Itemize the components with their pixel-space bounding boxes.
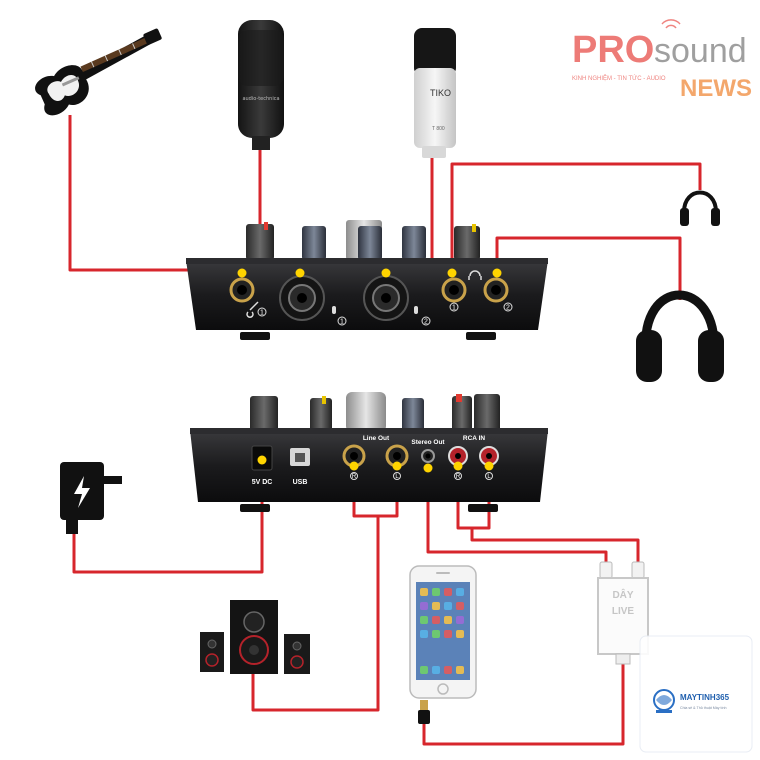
- speaker-icon: [200, 600, 310, 674]
- jack-number: 2: [506, 305, 510, 312]
- watermark-name: MAYTINH365: [680, 693, 730, 702]
- microphone-icon: audio-technica: [238, 20, 284, 150]
- smartphone-icon: [410, 566, 476, 698]
- connection-dot: [448, 269, 457, 278]
- headphones-icon: [636, 295, 724, 382]
- jack-number: 1: [452, 305, 456, 312]
- xlr-input-1: [280, 276, 324, 320]
- mic-small-icon: [332, 306, 336, 314]
- connection-dot: [258, 456, 267, 465]
- guitar-input-jack: [231, 279, 253, 301]
- jack-number: 2: [424, 319, 428, 326]
- mixer-front-panel: 1 1 2 1 2: [186, 220, 548, 340]
- logo-pro: PRO: [572, 29, 654, 71]
- rear-knobs: [250, 392, 500, 432]
- connection-dot: [238, 269, 247, 278]
- stereo-out-label: Stereo Out: [411, 439, 445, 446]
- mic-model-label: T 800: [432, 126, 445, 132]
- watermark-tagline: Chia sẻ & Thủ thuật Máy tính: [680, 706, 726, 710]
- connection-dot: [296, 269, 305, 278]
- prosound-logo: PRO sound KINH NGHIỆM - TIN TỨC - AUDIO …: [572, 20, 752, 102]
- connection-dot: [454, 462, 463, 471]
- live-box-line1: DÂY: [612, 588, 633, 601]
- channel-mark: R: [456, 474, 461, 480]
- mic-brand-label: TIKO: [430, 88, 451, 98]
- channel-mark: R: [352, 474, 357, 480]
- live-box-line2: LIVE: [612, 606, 635, 617]
- microphone-icon: TIKO T 800: [414, 28, 456, 158]
- connection-dot: [350, 462, 359, 471]
- logo-sound: sound: [654, 32, 747, 70]
- line-out-label: Line Out: [363, 435, 390, 442]
- logo-tagline: KINH NGHIỆM - TIN TỨC - AUDIO: [572, 74, 666, 82]
- guitar-icon: [31, 26, 173, 119]
- usb-port: [290, 448, 310, 466]
- jack-number: 1: [340, 319, 344, 326]
- aux-plug-icon: [418, 700, 430, 724]
- jack-number: 1: [260, 310, 264, 317]
- cable-guitar: [70, 115, 242, 282]
- front-knobs: [246, 220, 480, 260]
- headphone-jack-1: [443, 279, 465, 301]
- power-label: 5V DC: [252, 479, 273, 486]
- connection-dot: [393, 462, 402, 471]
- rca-in-label: RCA IN: [463, 435, 485, 442]
- svg-text:audio-technica: audio-technica: [242, 96, 279, 102]
- connection-dot: [424, 464, 433, 473]
- connection-dot: [493, 269, 502, 278]
- logo-news: NEWS: [680, 75, 752, 102]
- connection-dot: [382, 269, 391, 278]
- headphone-jack-2: [485, 279, 507, 301]
- power-adapter-icon: [60, 462, 122, 534]
- maytinh365-watermark: MAYTINH365 Chia sẻ & Thủ thuật Máy tính: [640, 636, 752, 752]
- mixer-rear-panel: 5V DC USB Line Out Stereo Out RCA IN: [190, 392, 548, 512]
- mic-small-icon: [414, 306, 418, 314]
- stereo-out-jack: [422, 450, 434, 462]
- headphones-icon: [680, 193, 720, 227]
- xlr-input-2: [364, 276, 408, 320]
- connection-dot: [485, 462, 494, 471]
- usb-label: USB: [293, 479, 308, 486]
